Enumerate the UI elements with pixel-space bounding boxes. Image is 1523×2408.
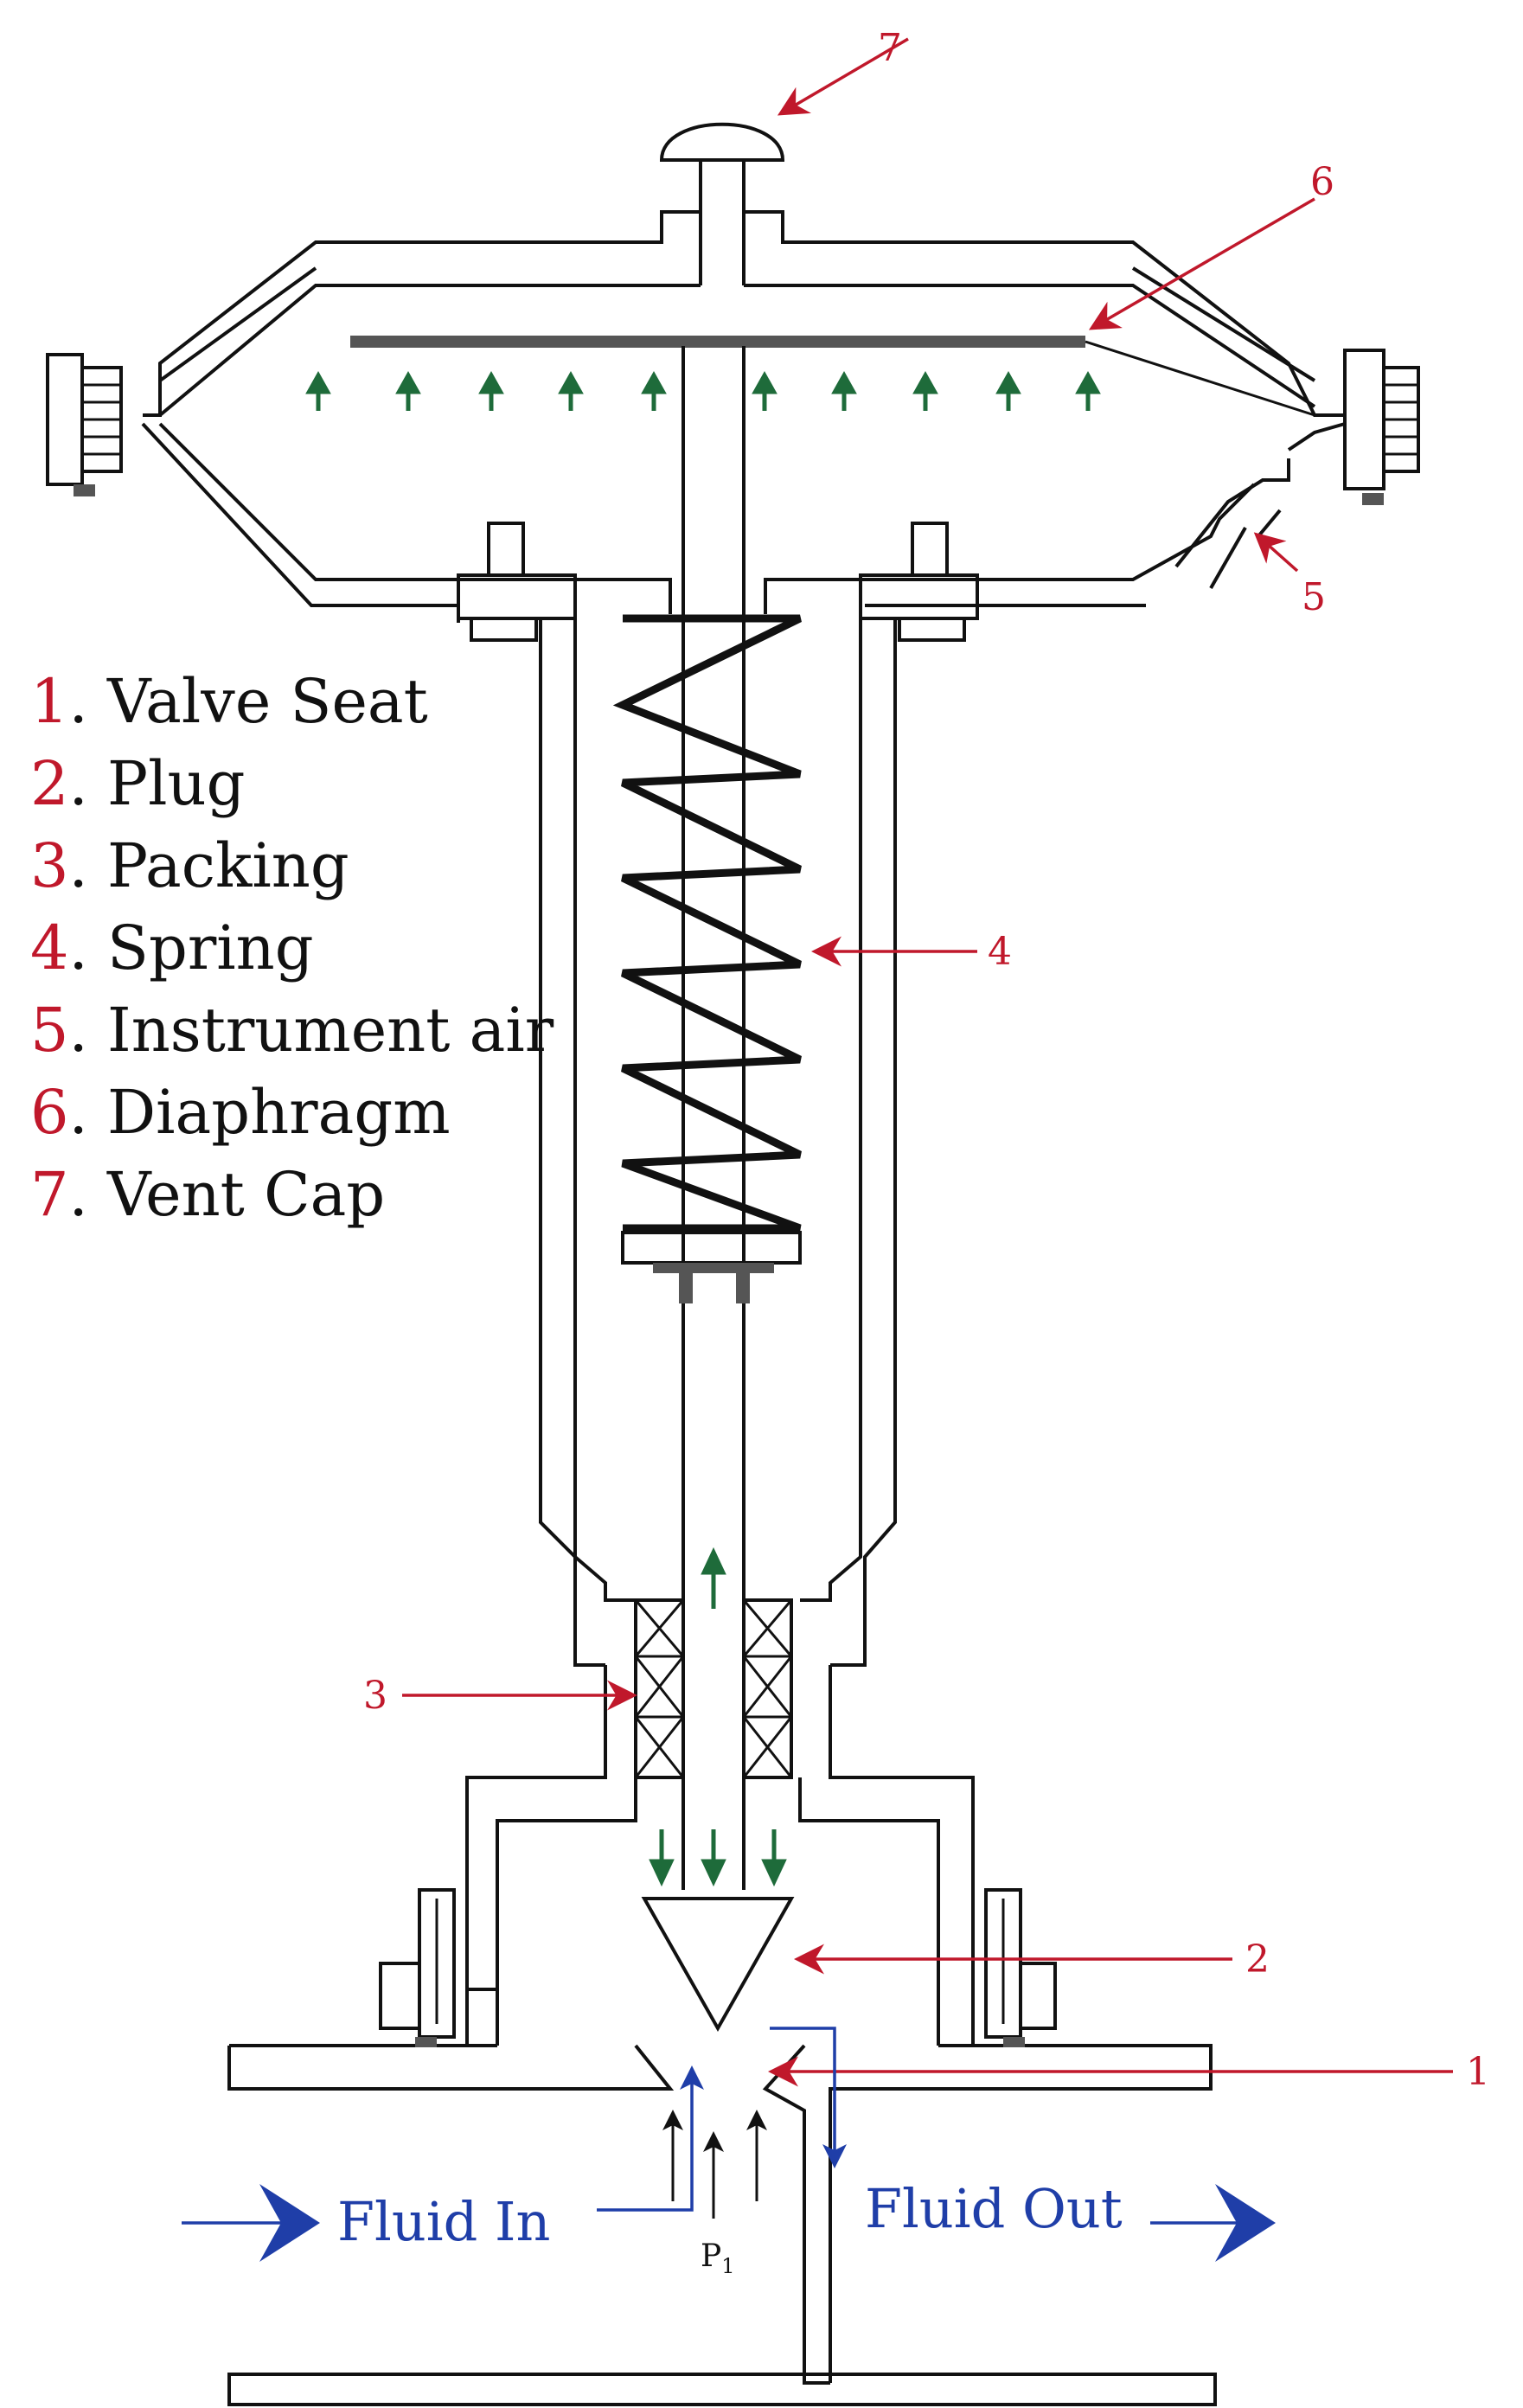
legend-item-5: 5. Instrument air bbox=[30, 995, 554, 1066]
flow-in-arrow bbox=[182, 2184, 320, 2262]
callout-arrows bbox=[402, 37, 1453, 2087]
flow-path-out bbox=[770, 2027, 847, 2168]
legend-item-2: 2. Plug bbox=[30, 748, 245, 819]
valve-body bbox=[227, 1665, 1217, 2406]
actuator-housing-upper bbox=[158, 266, 1316, 417]
legend-item-7: 7. Vent Cap bbox=[30, 1159, 385, 1230]
callout-6: 6 bbox=[1310, 160, 1334, 204]
callout-3: 3 bbox=[363, 1674, 387, 1718]
packing bbox=[634, 1598, 793, 1779]
flow-path-in bbox=[597, 2065, 704, 2212]
bolt-left-lower bbox=[379, 1888, 456, 2047]
callout-5: 5 bbox=[1302, 575, 1326, 619]
fluid-in-label: Fluid In bbox=[337, 2190, 550, 2253]
bolt-left-upper bbox=[46, 353, 123, 496]
spring-plate bbox=[621, 1231, 802, 1303]
legend-item-4: 4. Spring bbox=[30, 913, 314, 983]
pressure-label: P1 bbox=[701, 2238, 735, 2278]
legend-item-6: 6. Diaphragm bbox=[30, 1077, 451, 1148]
diaphragm bbox=[350, 336, 1085, 348]
pressure-arrows bbox=[662, 2110, 767, 2219]
yoke-bolts bbox=[457, 522, 979, 642]
callout-4: 4 bbox=[988, 930, 1012, 974]
flow-out-arrow bbox=[1150, 2184, 1276, 2262]
callout-2: 2 bbox=[1245, 1937, 1270, 1982]
air-pressure-arrows bbox=[305, 370, 1101, 1887]
callout-7: 7 bbox=[878, 26, 902, 70]
callout-1: 1 bbox=[1466, 2050, 1490, 2094]
valve-stem bbox=[682, 346, 746, 1890]
vent-cap bbox=[143, 122, 1345, 417]
yoke bbox=[539, 618, 897, 1667]
actuator-housing-lower bbox=[141, 422, 1346, 623]
legend: 1. Valve Seat 2. Plug 3. Packing 4. Spri… bbox=[30, 666, 554, 1230]
legend-item-3: 3. Packing bbox=[30, 830, 349, 901]
valve-plug bbox=[641, 1897, 795, 2033]
bolt-right-lower bbox=[984, 1888, 1057, 2047]
bolt-right-upper bbox=[1343, 349, 1420, 505]
fluid-out-label: Fluid Out bbox=[865, 2177, 1123, 2240]
spring bbox=[612, 614, 802, 1233]
legend-item-1: 1. Valve Seat bbox=[30, 666, 428, 737]
